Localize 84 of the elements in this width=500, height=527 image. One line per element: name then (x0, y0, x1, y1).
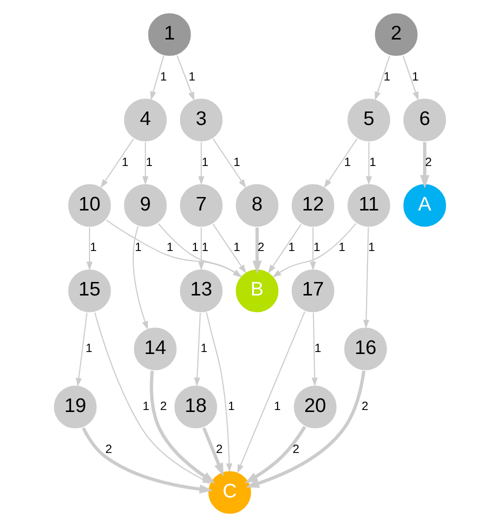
node-circle: 15 (67, 268, 112, 314)
edge-label: 1 (188, 69, 196, 84)
edge-label: 1 (166, 240, 174, 254)
edge-label: 1 (200, 341, 208, 356)
node-circle: 9 (122, 183, 168, 228)
arrow (363, 227, 370, 329)
edge-label: 1 (368, 240, 375, 254)
edge-label: 1 (202, 154, 208, 169)
edge-label: 2 (258, 240, 264, 254)
arrow (100, 138, 134, 188)
edge-label: 1 (90, 240, 97, 254)
arrow (310, 228, 316, 270)
node-circle: 13 (178, 268, 224, 314)
node-circle: A (402, 183, 448, 228)
edge-label: 1 (122, 154, 128, 169)
edge-label: 1 (146, 154, 153, 169)
arrow (268, 224, 302, 274)
edge-label: 1 (369, 154, 376, 169)
edge-label: 1 (314, 341, 322, 356)
edge-label: 1 (288, 240, 295, 254)
node-circle: 3 (178, 98, 224, 142)
node-circle: 20 (292, 384, 338, 430)
arrow (206, 312, 232, 472)
edge-label: 1 (134, 240, 142, 254)
arrow (76, 312, 88, 387)
arrow (198, 228, 204, 270)
edge-label: 1 (86, 341, 92, 356)
edge-label: 1 (384, 69, 390, 84)
edge-label: 1 (234, 240, 240, 254)
node-circle: 11 (346, 183, 392, 228)
arrow (420, 142, 430, 188)
edge-label: 1 (274, 399, 281, 414)
arrow (272, 223, 356, 278)
node-circle: 6 (402, 98, 448, 142)
arrow (374, 56, 390, 101)
edge-label: 2 (362, 399, 368, 414)
arrow (142, 142, 148, 185)
edge-label: 2 (425, 154, 432, 169)
node-circle: 5 (346, 98, 392, 142)
node-circle: 4 (122, 98, 168, 142)
arrow (212, 138, 246, 188)
edge-label: 1 (202, 240, 208, 254)
arrow (244, 426, 306, 484)
arrow (312, 312, 318, 386)
node-circle: 2 (374, 12, 419, 58)
arrow (366, 142, 372, 185)
edge-label: 2 (160, 399, 167, 414)
arrow (252, 228, 262, 274)
arrow (402, 56, 418, 101)
node-circle: 1 (147, 12, 192, 58)
arrow (150, 56, 164, 100)
edge-label: 1 (344, 154, 351, 169)
node-circle: 17 (290, 268, 336, 314)
node-circle: 19 (52, 384, 98, 430)
edge-label: 1 (142, 399, 150, 414)
node-circle: 16 (343, 326, 388, 372)
arrow (237, 311, 306, 474)
arrow (212, 224, 246, 274)
edge-label: 1 (234, 154, 240, 169)
arrow (324, 138, 358, 188)
arrow (198, 142, 204, 185)
arrow (246, 370, 366, 488)
node-circle: 18 (173, 384, 218, 430)
edge-label: 1 (412, 69, 419, 84)
node-circle: 14 (132, 326, 178, 372)
node-circle: 10 (67, 183, 112, 228)
edge-label: 1 (338, 240, 346, 254)
arrow (202, 427, 224, 476)
arrow (176, 55, 194, 101)
arrow (194, 312, 201, 386)
arrow (86, 228, 93, 270)
edge-label: 2 (292, 442, 300, 456)
node-circle: B (234, 268, 280, 314)
node-circle: 8 (234, 183, 280, 228)
node-circle: 12 (290, 183, 336, 228)
node-circle: 7 (178, 183, 224, 228)
edge-label: 1 (160, 69, 167, 84)
edge-label: 2 (216, 442, 223, 456)
node-circle: C (207, 470, 252, 515)
edge-label: 2 (105, 442, 112, 456)
edge-label: 1 (228, 399, 235, 414)
edge-label: 1 (313, 240, 320, 254)
edge-label: 1 (192, 240, 199, 254)
arrow (132, 226, 148, 330)
